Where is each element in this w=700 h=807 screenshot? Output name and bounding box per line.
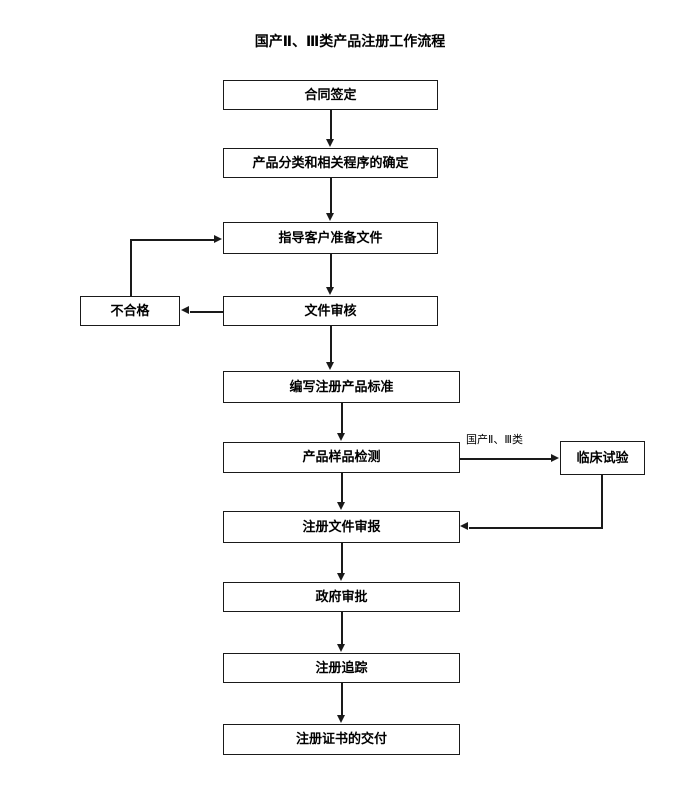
arrowhead-right bbox=[214, 235, 222, 243]
page-title: 国产Ⅱ、Ⅲ类产品注册工作流程 bbox=[254, 34, 446, 50]
arrowhead-down bbox=[326, 362, 334, 370]
edge-doc-review-to-write-standard bbox=[330, 326, 332, 362]
node-cert-delivery[interactable]: 注册证书的交付 bbox=[223, 724, 460, 755]
node-label: 注册文件审报 bbox=[302, 519, 381, 535]
arrowhead-down bbox=[326, 213, 334, 221]
node-clinical-trial[interactable]: 临床试验 bbox=[560, 441, 645, 475]
node-doc-review[interactable]: 文件审核 bbox=[223, 296, 438, 326]
arrowhead-down bbox=[337, 502, 345, 510]
edge-write-standard-to-sample-test bbox=[341, 403, 343, 433]
node-label: 合同签定 bbox=[304, 87, 357, 103]
node-guide-docs[interactable]: 指导客户准备文件 bbox=[223, 222, 438, 254]
edge-submit-docs-to-gov-approval bbox=[341, 543, 343, 573]
edge-guide-docs-to-doc-review bbox=[330, 254, 332, 288]
node-contract[interactable]: 合同签定 bbox=[223, 80, 438, 110]
edge-label-clinical-branch: 国产Ⅱ、Ⅲ类 bbox=[466, 433, 523, 446]
node-label: 编写注册产品标准 bbox=[289, 379, 394, 395]
node-label: 产品样品检测 bbox=[302, 450, 381, 465]
edge-unqualified-to-guide-docs-vertical bbox=[130, 239, 132, 296]
arrowhead-left bbox=[460, 522, 468, 530]
arrowhead-right bbox=[551, 454, 559, 462]
node-label: 临床试验 bbox=[576, 450, 629, 466]
edge-doc-review-to-unqualified bbox=[190, 311, 223, 313]
node-label: 政府审批 bbox=[315, 589, 368, 605]
node-gov-approval[interactable]: 政府审批 bbox=[223, 582, 460, 612]
edge-unqualified-to-guide-docs-horizontal bbox=[130, 239, 214, 241]
edge-sample-test-to-submit-docs bbox=[341, 473, 343, 502]
node-label: 文件审核 bbox=[304, 303, 357, 319]
arrowhead-down bbox=[337, 433, 345, 441]
node-label: 产品分类和相关程序的确定 bbox=[252, 155, 409, 171]
node-classification[interactable]: 产品分类和相关程序的确定 bbox=[223, 148, 438, 178]
arrowhead-down bbox=[326, 139, 334, 147]
arrowhead-down bbox=[337, 573, 345, 581]
node-submit-docs[interactable]: 注册文件审报 bbox=[223, 511, 460, 543]
node-label: 不合格 bbox=[110, 303, 150, 319]
edge-reg-tracking-to-cert-delivery bbox=[341, 683, 343, 715]
arrowhead-left bbox=[181, 306, 189, 314]
edge-clinical-trial-to-submit-docs-vertical bbox=[601, 475, 603, 528]
node-reg-tracking[interactable]: 注册追踪 bbox=[223, 653, 460, 683]
node-label: 指导客户准备文件 bbox=[278, 230, 383, 246]
edge-sample-test-to-clinical-trial bbox=[460, 458, 551, 460]
arrowhead-down bbox=[337, 644, 345, 652]
arrowhead-down bbox=[326, 287, 334, 295]
node-sample-test[interactable]: 产品样品检测 bbox=[223, 442, 460, 473]
edge-classification-to-guide-docs bbox=[330, 178, 332, 214]
edge-contract-to-classification bbox=[330, 110, 332, 140]
node-label: 注册证书的交付 bbox=[295, 732, 387, 747]
node-label: 注册追踪 bbox=[315, 660, 368, 676]
arrowhead-down bbox=[337, 715, 345, 723]
edge-gov-approval-to-reg-tracking bbox=[341, 612, 343, 644]
edge-clinical-trial-to-submit-docs-horizontal bbox=[469, 527, 603, 529]
node-write-standard[interactable]: 编写注册产品标准 bbox=[223, 371, 460, 403]
node-unqualified[interactable]: 不合格 bbox=[80, 296, 180, 326]
